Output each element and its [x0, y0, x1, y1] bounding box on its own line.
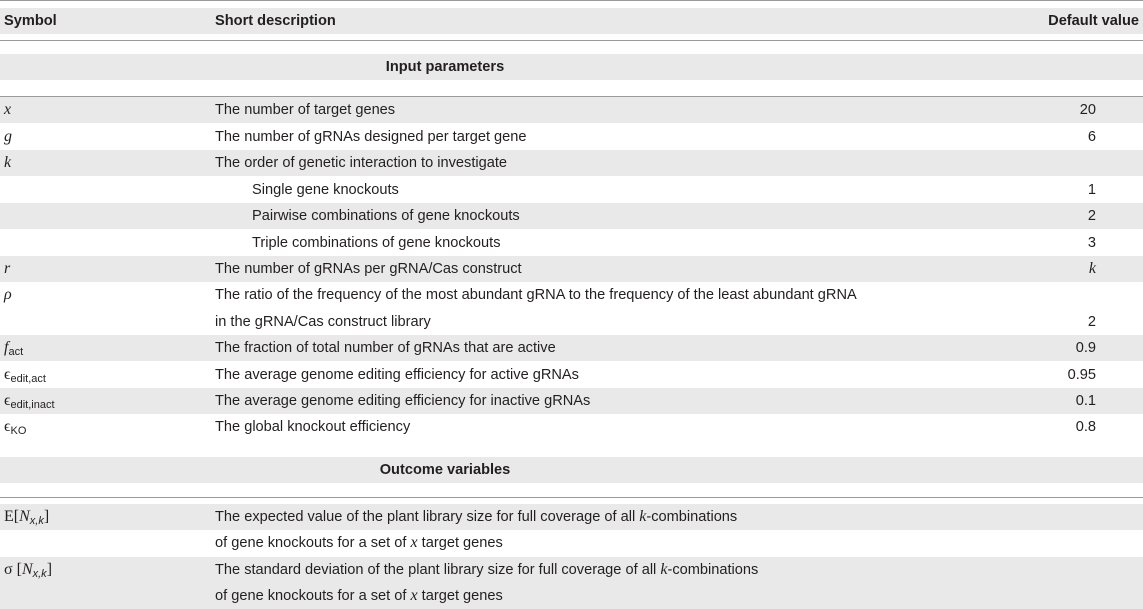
symbol-epsilon-ko: ϵKO — [4, 418, 27, 437]
description: The average genome editing efficiency fo… — [215, 393, 591, 409]
description: The standard deviation of the plant libr… — [215, 561, 759, 578]
default-value: 2 — [1087, 208, 1096, 224]
section-title-outcome: Outcome variables — [379, 462, 511, 478]
symbol-f-act: fact — [4, 339, 24, 358]
description: of gene knockouts for a set of x target … — [215, 534, 503, 551]
description: The fraction of total number of gRNAs th… — [215, 340, 556, 356]
table-row: Single gene knockouts 1 — [0, 177, 1143, 203]
table-row: fact The fraction of total number of gRN… — [0, 335, 1143, 361]
symbol-sigma-n: σ [Nx,k] — [4, 561, 53, 580]
description: The number of gRNAs designed per target … — [215, 129, 527, 145]
table-row: x The number of target genes 20 — [0, 97, 1143, 123]
table-row: Pairwise combinations of gene knockouts … — [0, 203, 1143, 229]
symbol-r: r — [4, 260, 11, 277]
description: The global knockout efficiency — [215, 419, 411, 435]
table-row-continued: in the gRNA/Cas construct library 2 — [0, 309, 1143, 335]
description: The number of gRNAs per gRNA/Cas constru… — [215, 261, 522, 277]
table-row: σ [Nx,k] The standard deviation of the p… — [0, 557, 1143, 583]
description: The expected value of the plant library … — [215, 508, 738, 525]
table-row-continued: of gene knockouts for a set of x target … — [0, 530, 1143, 556]
default-value: 0.1 — [1075, 393, 1096, 409]
header-symbol: Symbol — [4, 13, 57, 29]
symbol-x: x — [4, 101, 12, 118]
section-row-input: Input parameters — [0, 54, 1143, 80]
table-row: ρ The ratio of the frequency of the most… — [0, 282, 1143, 308]
table-row: k The order of genetic interaction to in… — [0, 150, 1143, 176]
default-value: k — [1088, 260, 1096, 277]
description: The ratio of the frequency of the most a… — [215, 287, 857, 303]
table-row: r The number of gRNAs per gRNA/Cas const… — [0, 256, 1143, 282]
default-value: 6 — [1087, 129, 1096, 145]
table-row: ϵedit,inact The average genome editing e… — [0, 388, 1143, 414]
description: Pairwise combinations of gene knockouts — [252, 208, 520, 224]
table-row: E[Nx,k] The expected value of the plant … — [0, 504, 1143, 530]
header-default-value: Default value — [1048, 13, 1139, 29]
symbol-rho: ρ — [4, 286, 12, 303]
default-value: 3 — [1087, 235, 1096, 251]
default-value: 20 — [1079, 102, 1096, 118]
section-rule-outcome — [0, 497, 1143, 498]
symbol-epsilon-edit-act: ϵedit,act — [4, 366, 46, 385]
default-value: 1 — [1087, 182, 1096, 198]
section-row-outcome: Outcome variables — [0, 457, 1143, 483]
default-value: 0.9 — [1075, 340, 1096, 356]
description: The number of target genes — [215, 102, 396, 118]
default-value: 2 — [1087, 314, 1096, 330]
description: Single gene knockouts — [252, 182, 399, 198]
table-row: ϵedit,act The average genome editing eff… — [0, 362, 1143, 388]
section-rule-input — [0, 96, 1143, 97]
table-row: Triple combinations of gene knockouts 3 — [0, 230, 1143, 256]
table-row-continued: of gene knockouts for a set of x target … — [0, 583, 1143, 609]
default-value: 0.8 — [1075, 419, 1096, 435]
description: Triple combinations of gene knockouts — [252, 235, 501, 251]
table-header-row: Symbol Short description Default value — [0, 8, 1143, 34]
top-rule — [0, 0, 1143, 1]
table-row: ϵKO The global knockout efficiency 0.8 — [0, 414, 1143, 440]
description: The order of genetic interaction to inve… — [215, 155, 508, 171]
description: of gene knockouts for a set of x target … — [215, 587, 503, 604]
symbol-expected-n: E[Nx,k] — [4, 508, 50, 527]
default-value: 0.95 — [1067, 367, 1096, 383]
symbol-g: g — [4, 128, 12, 145]
header-description: Short description — [215, 13, 336, 29]
symbol-k: k — [4, 154, 12, 171]
description: The average genome editing efficiency fo… — [215, 367, 579, 383]
symbol-epsilon-edit-inact: ϵedit,inact — [4, 392, 55, 411]
table-row: g The number of gRNAs designed per targe… — [0, 124, 1143, 150]
header-rule — [0, 40, 1143, 41]
description: in the gRNA/Cas construct library — [215, 314, 431, 330]
section-title-input: Input parameters — [385, 59, 505, 75]
